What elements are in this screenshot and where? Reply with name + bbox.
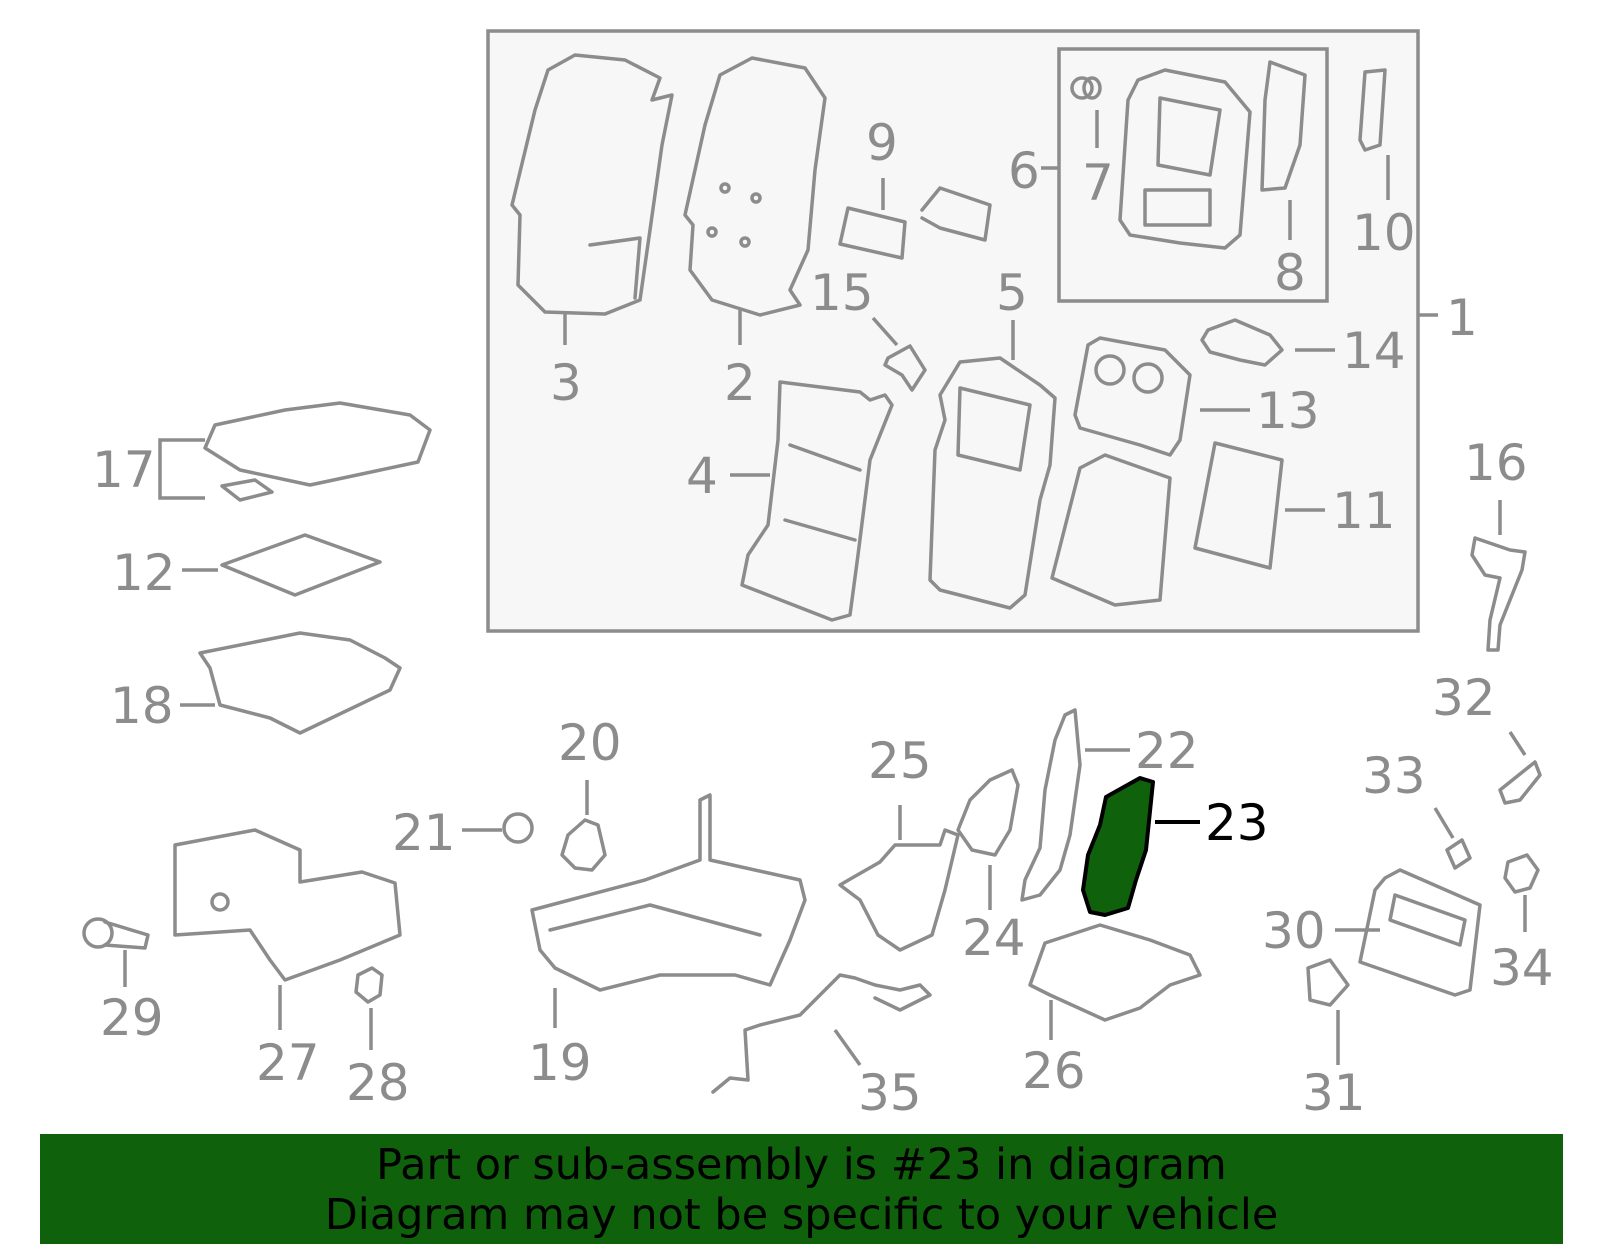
part-4-shape[interactable] — [740, 380, 894, 622]
callout-6[interactable]: 6 — [1008, 142, 1040, 200]
part-9-shape[interactable] — [838, 186, 992, 260]
callout-30[interactable]: 30 — [1262, 902, 1326, 960]
part-20-shape[interactable] — [560, 818, 607, 872]
callout-26[interactable]: 26 — [1022, 1042, 1086, 1100]
callout-28[interactable]: 28 — [346, 1054, 410, 1112]
part-33-shape[interactable] — [1445, 838, 1472, 870]
callout-2[interactable]: 2 — [724, 354, 756, 412]
part-17-shape[interactable] — [203, 401, 432, 502]
banner-line-disclaimer: Diagram may not be specific to your vehi… — [324, 1190, 1279, 1240]
part-22-shape[interactable] — [1020, 708, 1082, 902]
callout-32[interactable]: 32 — [1432, 669, 1496, 727]
part-35-shape[interactable] — [711, 973, 932, 1094]
callout-27[interactable]: 27 — [256, 1034, 320, 1092]
callout-21[interactable]: 21 — [392, 804, 456, 862]
callout-3[interactable]: 3 — [550, 354, 582, 412]
callout-5[interactable]: 5 — [996, 264, 1028, 322]
callout-31[interactable]: 31 — [1302, 1064, 1366, 1122]
callout-23[interactable]: 23 — [1205, 794, 1269, 852]
callout-11[interactable]: 11 — [1332, 482, 1396, 540]
part-18-shape[interactable] — [198, 631, 402, 735]
part-7-shape[interactable] — [1070, 76, 1102, 100]
callout-19[interactable]: 19 — [528, 1034, 592, 1092]
callout-34[interactable]: 34 — [1490, 939, 1554, 997]
part-26-shape[interactable] — [1028, 923, 1202, 1022]
callout-16[interactable]: 16 — [1464, 434, 1528, 492]
part-27-shape[interactable] — [173, 828, 402, 982]
part-10-shape[interactable] — [1358, 68, 1387, 152]
callout-labels: 1 2 3 4 5 6 7 8 9 10 11 12 13 14 15 16 1… — [92, 114, 1554, 1122]
callout-35[interactable]: 35 — [858, 1064, 922, 1122]
part-12-shape[interactable] — [220, 533, 382, 597]
assembly-frame-6 — [1057, 47, 1329, 303]
callout-7[interactable]: 7 — [1082, 154, 1114, 212]
part-14-shape[interactable] — [1200, 318, 1284, 367]
callout-33[interactable]: 33 — [1362, 747, 1426, 805]
callout-14[interactable]: 14 — [1342, 322, 1406, 380]
callout-17[interactable]: 17 — [92, 441, 156, 499]
leader-lines — [123, 110, 1527, 1067]
pad-shape — [1050, 453, 1172, 607]
callout-18[interactable]: 18 — [110, 677, 174, 735]
callout-10[interactable]: 10 — [1352, 204, 1416, 262]
callout-8[interactable]: 8 — [1274, 244, 1306, 302]
part-2-shape[interactable] — [683, 56, 827, 317]
part-8-shape[interactable] — [1260, 60, 1307, 192]
callout-12[interactable]: 12 — [112, 544, 176, 602]
part-24-shape[interactable] — [956, 768, 1020, 857]
callout-29[interactable]: 29 — [100, 989, 164, 1047]
part-23-shape[interactable] — [1081, 776, 1155, 917]
info-banner: Part or sub-assembly is #23 in diagram D… — [40, 1134, 1563, 1244]
callout-24[interactable]: 24 — [962, 909, 1026, 967]
part-21-shape[interactable] — [502, 812, 534, 844]
callout-22[interactable]: 22 — [1135, 722, 1199, 780]
part-34-shape[interactable] — [1503, 853, 1540, 894]
part-32-shape[interactable] — [1498, 760, 1542, 805]
callout-20[interactable]: 20 — [558, 714, 622, 772]
part-19-shape[interactable] — [530, 793, 807, 992]
part-15-shape[interactable] — [883, 344, 927, 392]
callout-15[interactable]: 15 — [810, 264, 874, 322]
part-16-shape[interactable] — [1470, 536, 1527, 652]
part-31-shape[interactable] — [1306, 958, 1350, 1007]
callout-4[interactable]: 4 — [686, 447, 718, 505]
part-3-shape[interactable] — [510, 53, 674, 316]
part-30-shape[interactable] — [1358, 868, 1482, 997]
part-13-shape[interactable] — [1073, 336, 1192, 457]
part-5-shape[interactable] — [928, 356, 1057, 610]
banner-line-part: Part or sub-assembly is #23 in diagram — [376, 1140, 1227, 1190]
callout-1[interactable]: 1 — [1446, 289, 1478, 347]
part-11-shape[interactable] — [1193, 441, 1284, 570]
part-25-shape[interactable] — [838, 828, 960, 952]
callout-9[interactable]: 9 — [866, 114, 898, 172]
assembly-frame-1 — [486, 29, 1420, 633]
callout-25[interactable]: 25 — [868, 732, 932, 790]
part-28-shape[interactable] — [354, 966, 384, 1004]
part-29-shape[interactable] — [82, 917, 150, 950]
callout-13[interactable]: 13 — [1256, 382, 1320, 440]
part-6-shape[interactable] — [1118, 68, 1252, 250]
